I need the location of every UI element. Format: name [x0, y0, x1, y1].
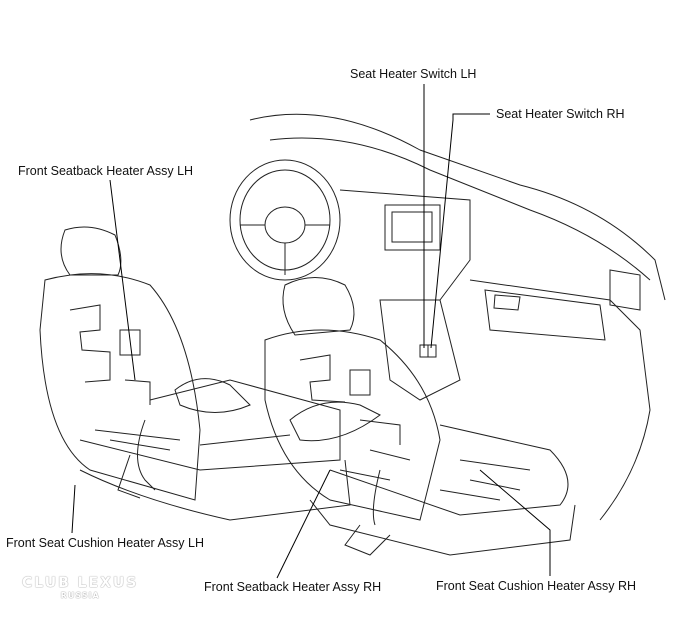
- watermark-line1: CLUB LEXUS: [22, 575, 139, 591]
- seat-rh: [264, 277, 576, 556]
- label-seat-heater-switch-lh: Seat Heater Switch LH: [350, 67, 477, 81]
- label-front-seatback-heater-rh: Front Seatback Heater Assy RH: [204, 580, 382, 594]
- steering-wheel: [229, 159, 341, 281]
- leader-switch-rh: [430, 113, 490, 349]
- leader-cushion-lh: [71, 484, 76, 534]
- label-front-seatback-heater-lh: Front Seatback Heater Assy LH: [18, 164, 194, 178]
- watermark-logo: CLUB LEXUS RUSSIA: [22, 575, 138, 600]
- leader-seatback-lh: [109, 179, 136, 381]
- leader-cushion-rh: [479, 469, 551, 576]
- label-seat-heater-switch-rh: Seat Heater Switch RH: [496, 107, 625, 121]
- leader-lines: [71, 84, 551, 579]
- watermark-line2: RUSSIA: [60, 591, 100, 600]
- label-front-seat-cushion-heater-rh: Front Seat Cushion Heater Assy RH: [436, 579, 637, 593]
- seat-lh: [39, 226, 351, 521]
- label-front-seat-cushion-heater-lh: Front Seat Cushion Heater Assy LH: [6, 536, 205, 550]
- dashboard-outline: [249, 113, 666, 521]
- leader-seatback-rh: [276, 469, 331, 579]
